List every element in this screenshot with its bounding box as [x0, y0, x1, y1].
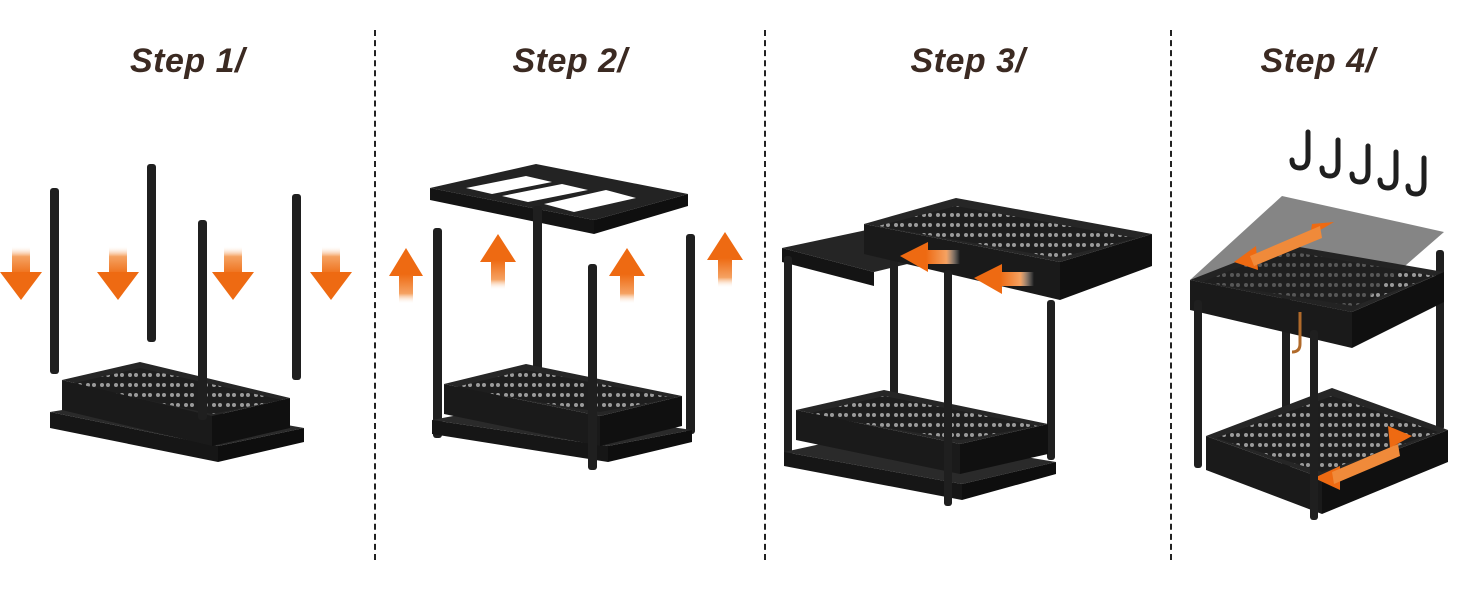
pole	[1194, 300, 1202, 468]
arrow-up-icon	[389, 248, 423, 304]
pole	[944, 270, 952, 506]
step-3-illustration	[782, 198, 1152, 506]
hook-icon	[1349, 143, 1371, 185]
base-tray	[50, 362, 304, 462]
pole	[198, 220, 207, 420]
step-1-panel: Step 1/	[0, 0, 375, 600]
step-1-illustration	[0, 164, 352, 462]
upper-tray	[1190, 196, 1444, 348]
step-3-title: Step 3/	[910, 42, 1026, 80]
hook-icon	[1319, 137, 1341, 179]
hook-icon	[1405, 155, 1427, 197]
step-1-title: Step 1/	[130, 42, 245, 80]
arrow-up-icon	[480, 234, 516, 290]
arrow-left-icon	[900, 242, 960, 272]
double-arrow-icon	[1234, 222, 1334, 270]
arrow-up-icon	[609, 248, 645, 304]
arrow-up-icon	[707, 232, 743, 288]
pole	[50, 188, 59, 374]
hook-icon	[1377, 149, 1399, 191]
pole	[588, 264, 597, 470]
pole	[533, 206, 542, 396]
step-4-panel: Step 4/	[1172, 0, 1464, 600]
step-3-panel: Step 3/	[766, 0, 1170, 600]
step-2-title: Step 2/	[512, 42, 628, 80]
base-tray	[784, 390, 1056, 500]
arrow-down-icon	[0, 246, 42, 300]
hook-icon	[1289, 129, 1311, 171]
hooks	[1289, 129, 1427, 197]
lower-tray	[1206, 388, 1448, 514]
pole	[1310, 330, 1318, 520]
step-2-illustration	[389, 164, 743, 470]
arrow-left-icon	[974, 264, 1034, 294]
step-2-panel: Step 2/	[376, 0, 764, 600]
step-4-title: Step 4/	[1260, 42, 1376, 80]
hook-icon	[1291, 312, 1302, 354]
arrow-down-icon	[310, 246, 352, 300]
top-frame	[430, 164, 688, 234]
arrow-down-icon	[97, 246, 139, 300]
step-4-illustration	[1190, 129, 1448, 520]
base-tray	[432, 364, 692, 462]
step-divider	[764, 30, 766, 560]
pole	[433, 228, 442, 438]
pole	[147, 164, 156, 342]
pole	[784, 256, 792, 466]
pole	[686, 234, 695, 434]
step-divider	[1170, 30, 1172, 560]
pole	[890, 240, 898, 410]
step-divider	[374, 30, 376, 560]
pole	[292, 194, 301, 380]
arrow-down-icon	[212, 246, 254, 300]
pole	[1047, 300, 1055, 460]
double-arrow-icon	[1314, 426, 1412, 490]
